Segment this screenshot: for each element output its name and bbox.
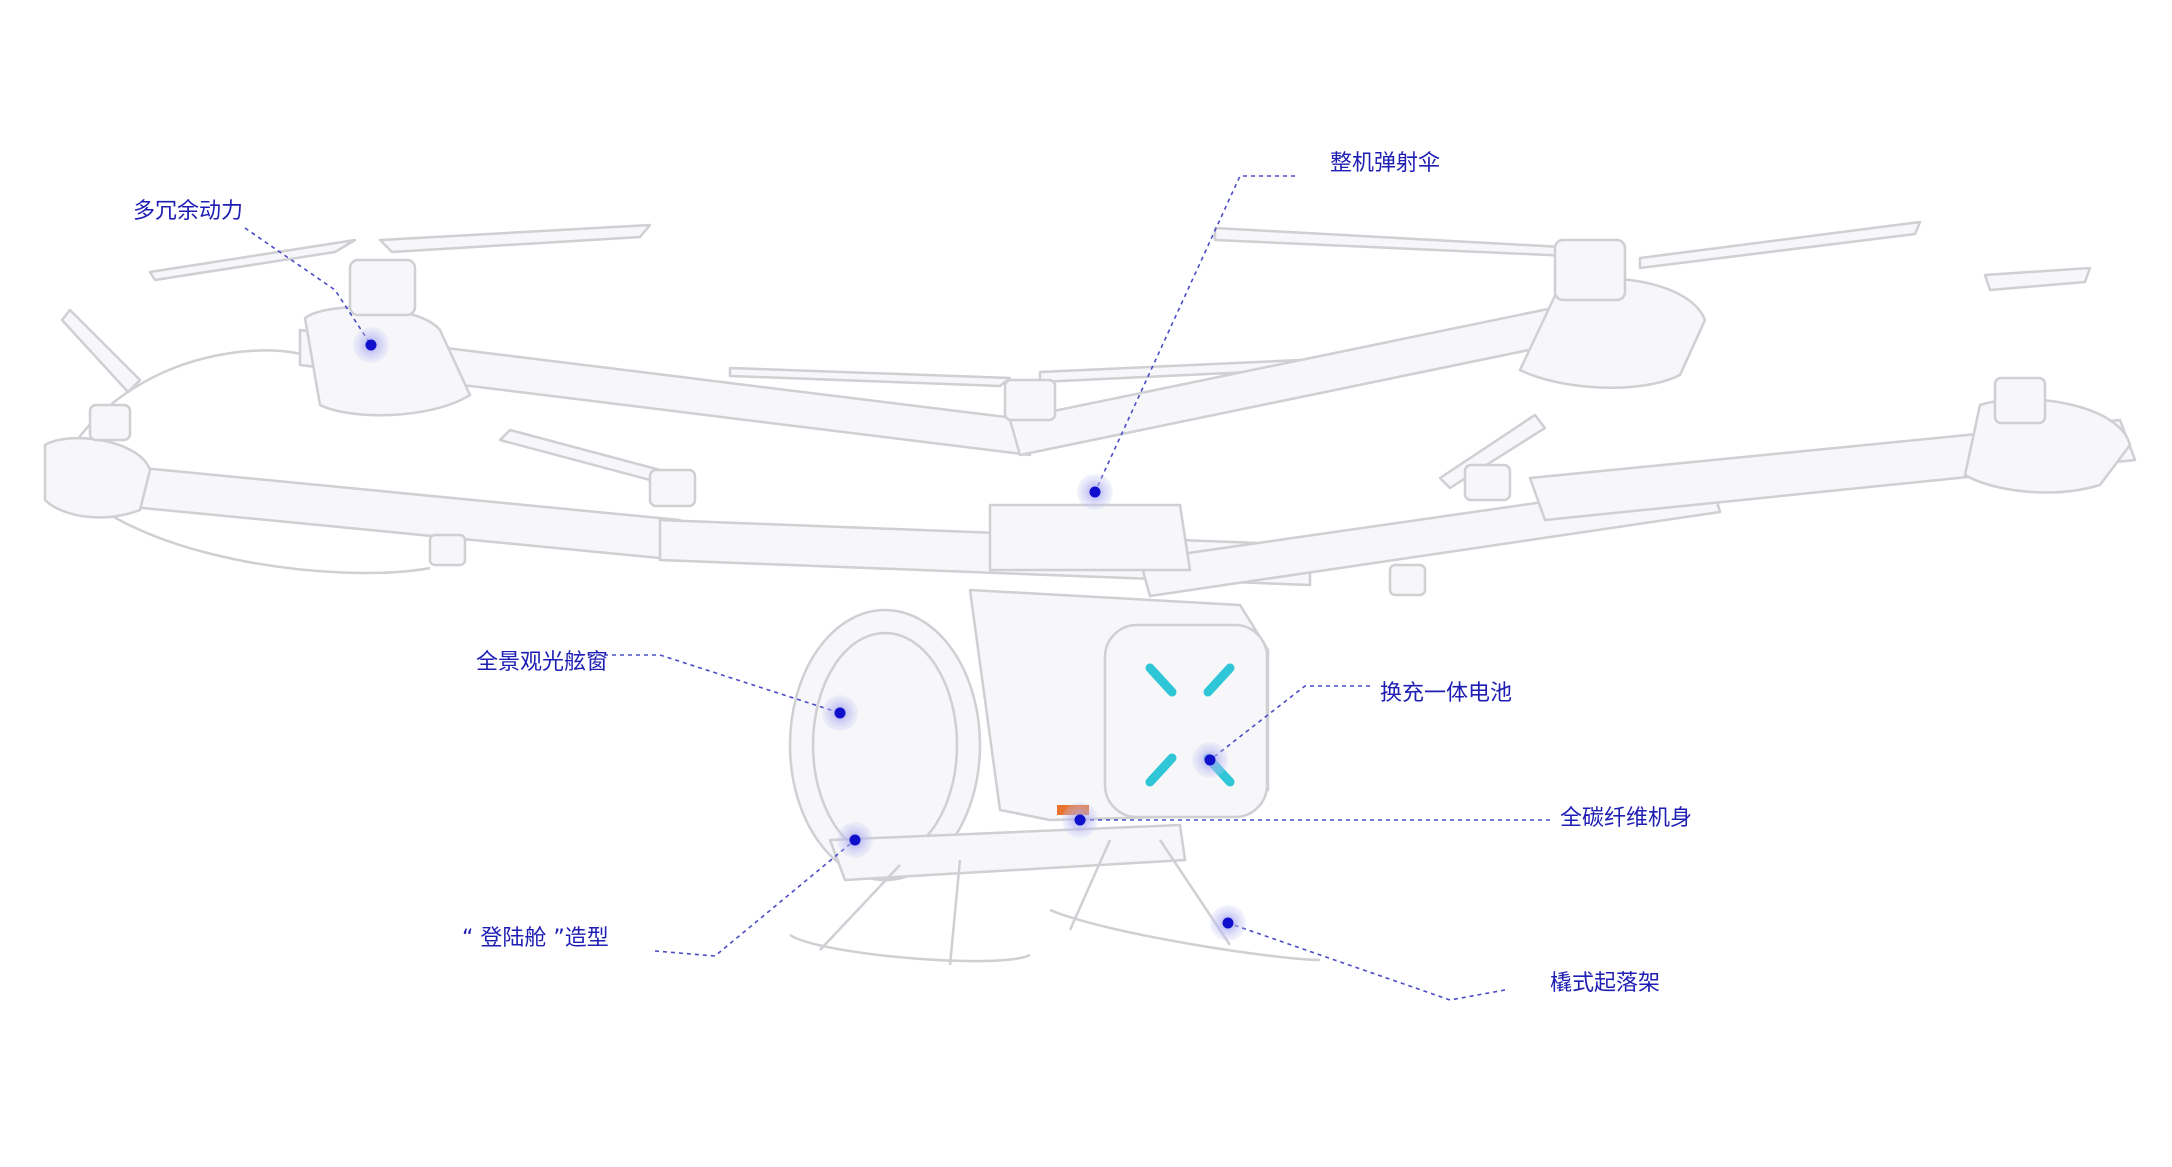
callout-multi-redundant-power: 多冗余动力 xyxy=(133,199,244,224)
callout-landing-pod-design: “ 登陆舱 ”造型 xyxy=(462,926,609,951)
callout-dot-icon xyxy=(353,327,1246,941)
callout-skid-landing-gear: 橇式起落架 xyxy=(1550,971,1661,996)
callout-panoramic-window: 全景观光舷窗 xyxy=(476,650,609,675)
callout-carbon-fiber-body: 全碳纤维机身 xyxy=(1560,806,1693,831)
callout-whole-aircraft-parachute: 整机弹射伞 xyxy=(1330,151,1441,176)
callout-swappable-battery: 换充一体电池 xyxy=(1380,681,1513,706)
